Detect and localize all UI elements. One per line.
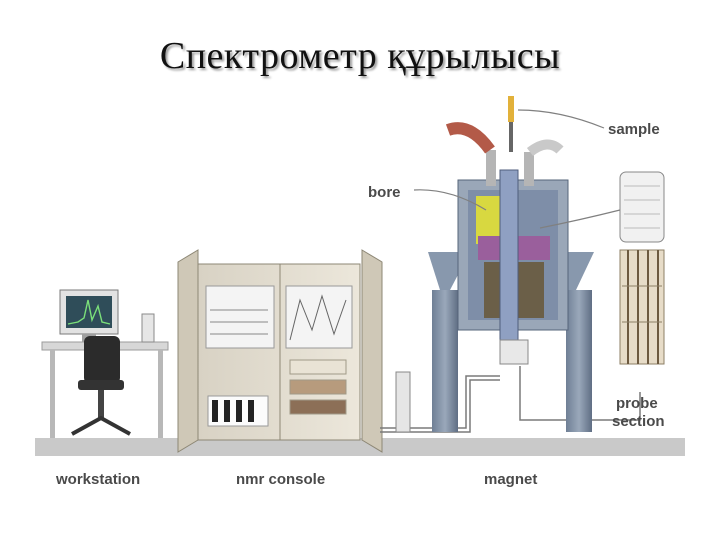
label-sample: sample (608, 121, 660, 138)
label-nmr-console: nmr console (236, 471, 325, 488)
floor (35, 438, 685, 456)
label-section: section (612, 413, 665, 430)
magnet (428, 96, 594, 432)
office-chair (84, 336, 120, 384)
nmr-console (177, 249, 383, 453)
cables (380, 366, 641, 433)
sample-tube (508, 96, 514, 122)
workstation (41, 289, 169, 438)
label-workstation: workstation (55, 471, 140, 488)
label-magnet: magnet (484, 471, 537, 488)
label-probe: probe (616, 395, 658, 412)
leader-lines (413, 109, 621, 229)
preamp-box (395, 371, 411, 433)
slide-title: Спектрометр құрылысы (159, 35, 561, 77)
bore (499, 169, 519, 341)
probe-section (619, 171, 665, 365)
label-bore: bore (368, 184, 401, 201)
